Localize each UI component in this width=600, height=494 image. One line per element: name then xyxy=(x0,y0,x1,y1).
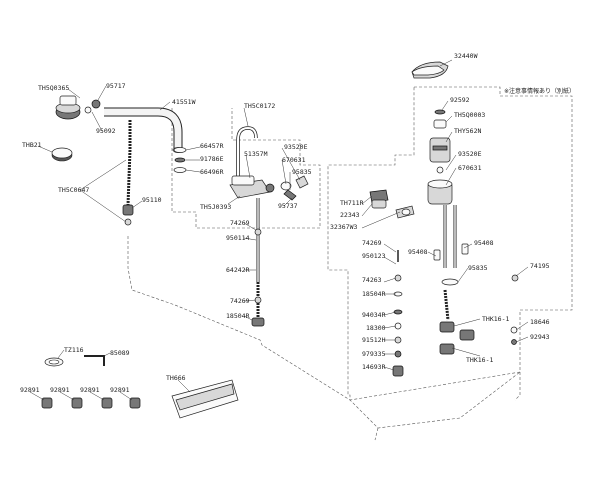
valve-body-middle xyxy=(229,175,309,201)
label-93520e-m: 93520E xyxy=(284,143,308,151)
spout-pipe xyxy=(104,107,184,153)
label-32440w: 32440W xyxy=(454,52,478,60)
middle-assembly-outline xyxy=(171,108,321,229)
label-95717: 95717 xyxy=(106,82,126,90)
label-22343: 22343 xyxy=(340,211,360,219)
label-85089: 85089 xyxy=(110,349,130,357)
label-51357m: 51357M xyxy=(244,150,268,158)
label-670631-r: 670631 xyxy=(458,164,482,172)
part-number-labels: 32440W ※注意事情報あり（別紙） 92592 TH5Q0003 THY56… xyxy=(20,52,575,394)
label-95408-r: 95408 xyxy=(474,239,494,247)
label-74269-m2: 74269 xyxy=(230,297,250,305)
label-th5c0647: TH5C0647 xyxy=(58,186,89,194)
label-18504r-r: 18504R xyxy=(362,290,386,298)
label-979335: 979335 xyxy=(362,350,386,358)
supply-hose-middle xyxy=(251,198,265,327)
label-thk16-1b: THK16-1 xyxy=(466,356,493,364)
label-18646: 18646 xyxy=(530,318,550,326)
label-74263: 74263 xyxy=(362,276,382,284)
lever-handle xyxy=(411,61,449,79)
label-670631-m: 670631 xyxy=(282,156,306,164)
label-950114: 950114 xyxy=(226,234,250,242)
label-th5q0003: TH5Q0003 xyxy=(454,111,485,119)
label-91786e: 91786E xyxy=(200,155,224,163)
label-th666: TH666 xyxy=(166,374,186,382)
side-lever-assembly xyxy=(369,189,415,219)
tz116-gasket xyxy=(44,357,64,367)
label-95110: 95110 xyxy=(142,196,162,204)
label-92943: 92943 xyxy=(530,333,550,341)
hose-connection-line xyxy=(127,236,521,429)
label-66496r: 66496R xyxy=(200,168,224,176)
label-92891-2: 92891 xyxy=(50,386,70,394)
label-thb21: THB21 xyxy=(22,141,42,149)
label-91512h: 91512H xyxy=(362,336,386,344)
label-66457r: 66457R xyxy=(200,142,224,150)
o-ring-stack xyxy=(173,147,187,173)
label-th711r: TH711R xyxy=(340,199,364,207)
label-th5j0393: TH5J0393 xyxy=(200,203,231,211)
label-41551w: 41551W xyxy=(172,98,196,106)
shower-head-assembly xyxy=(51,95,101,162)
label-93520e-r: 93520E xyxy=(458,150,482,158)
hose-return-line xyxy=(374,372,521,441)
label-950123: 950123 xyxy=(362,252,386,260)
right-supply-hoses xyxy=(433,205,519,355)
label-92891-4: 92891 xyxy=(110,386,130,394)
goose-neck-spout xyxy=(236,126,258,180)
label-74195: 74195 xyxy=(530,262,550,270)
hose-chain xyxy=(122,120,134,226)
label-94034r: 94034R xyxy=(362,311,386,319)
label-thk16-1a: THK16-1 xyxy=(482,315,509,323)
label-64242r: 64242R xyxy=(226,266,250,274)
label-95092: 95092 xyxy=(96,127,116,135)
right-assembly-outline xyxy=(327,86,573,401)
th666-tray xyxy=(171,379,239,419)
label-92592: 92592 xyxy=(450,96,470,104)
label-th5c0172: TH5C0172 xyxy=(244,102,275,110)
label-95737: 95737 xyxy=(278,202,298,210)
cartridge-stack xyxy=(427,109,453,205)
label-92891-1: 92891 xyxy=(20,386,40,394)
label-95835-r: 95835 xyxy=(468,264,488,272)
connector-fittings xyxy=(41,397,141,409)
label-92891-3: 92891 xyxy=(80,386,100,394)
label-th5q0365: TH5Q0365 xyxy=(38,84,69,92)
label-95408-l: 95408 xyxy=(408,248,428,256)
right-small-parts-column xyxy=(392,250,404,377)
label-note: ※注意事情報あり（別紙） xyxy=(504,87,575,95)
label-thy562n: THY562N xyxy=(454,127,481,135)
label-74269-r: 74269 xyxy=(362,239,382,247)
hex-wrench xyxy=(84,355,105,366)
label-32367w3: 32367W3 xyxy=(330,223,357,231)
label-18300: 18300 xyxy=(366,324,386,332)
leader-lines xyxy=(29,59,529,401)
label-95835-m: 95835 xyxy=(292,168,312,176)
label-tz116: TZ116 xyxy=(64,346,84,354)
label-74269-m1: 74269 xyxy=(230,219,250,227)
label-14693r: 14693R xyxy=(362,363,386,371)
label-18504r-m: 18504R xyxy=(226,312,250,320)
